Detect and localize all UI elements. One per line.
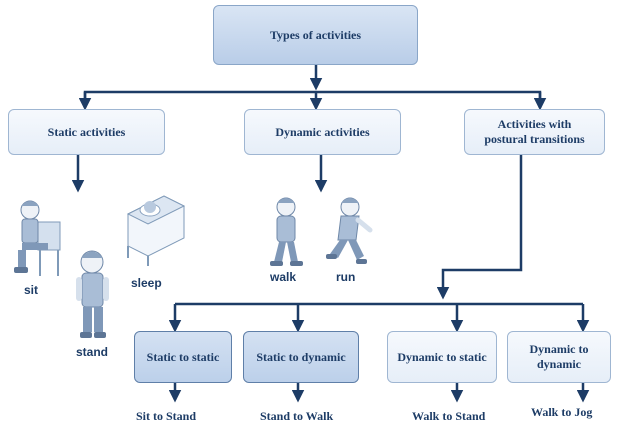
- transition-box-1: Static to static: [134, 331, 232, 383]
- transition-box-4: Dynamic to dynamic: [507, 331, 611, 383]
- dynamic-activities-box: Dynamic activities: [244, 109, 401, 155]
- transition-box-2: Static to dynamic: [243, 331, 359, 383]
- transition-label-1: Static to static: [146, 349, 220, 364]
- postural-transitions-box: Activities with postural transitions: [464, 109, 605, 155]
- sleep-label: sleep: [131, 276, 162, 290]
- postural-connector: [436, 155, 523, 300]
- root-box: Types of activities: [213, 5, 418, 65]
- transition-label-3: Dynamic to static: [397, 349, 487, 364]
- static-activities-label: Static activities: [47, 124, 126, 139]
- stand-label: stand: [76, 345, 109, 359]
- run-figure: [326, 197, 373, 264]
- walk-figure: [270, 197, 303, 266]
- example-sit-to-stand: Sit to Stand: [136, 409, 197, 423]
- example-walk-to-jog: Walk to Jog: [531, 405, 593, 419]
- dynamic-activities-label: Dynamic activities: [275, 124, 370, 139]
- transition-label-4: Dynamic to dynamic: [529, 342, 589, 371]
- run-label: run: [336, 270, 356, 284]
- transition-box-3: Dynamic to static: [387, 331, 497, 383]
- example-walk-to-stand: Walk to Stand: [412, 409, 486, 423]
- root-label: Types of activities: [269, 27, 362, 42]
- sit-figure: [14, 200, 61, 276]
- stand-figure: [76, 250, 109, 338]
- static-activities-box: Static activities: [8, 109, 165, 155]
- postural-transitions-label: Activities with postural transitions: [484, 117, 585, 146]
- example-stand-to-walk: Stand to Walk: [260, 409, 334, 423]
- transition-label-2: Static to dynamic: [256, 349, 346, 364]
- walk-label: walk: [270, 270, 297, 284]
- sleep-figure: [126, 195, 186, 266]
- sit-label: sit: [24, 283, 39, 297]
